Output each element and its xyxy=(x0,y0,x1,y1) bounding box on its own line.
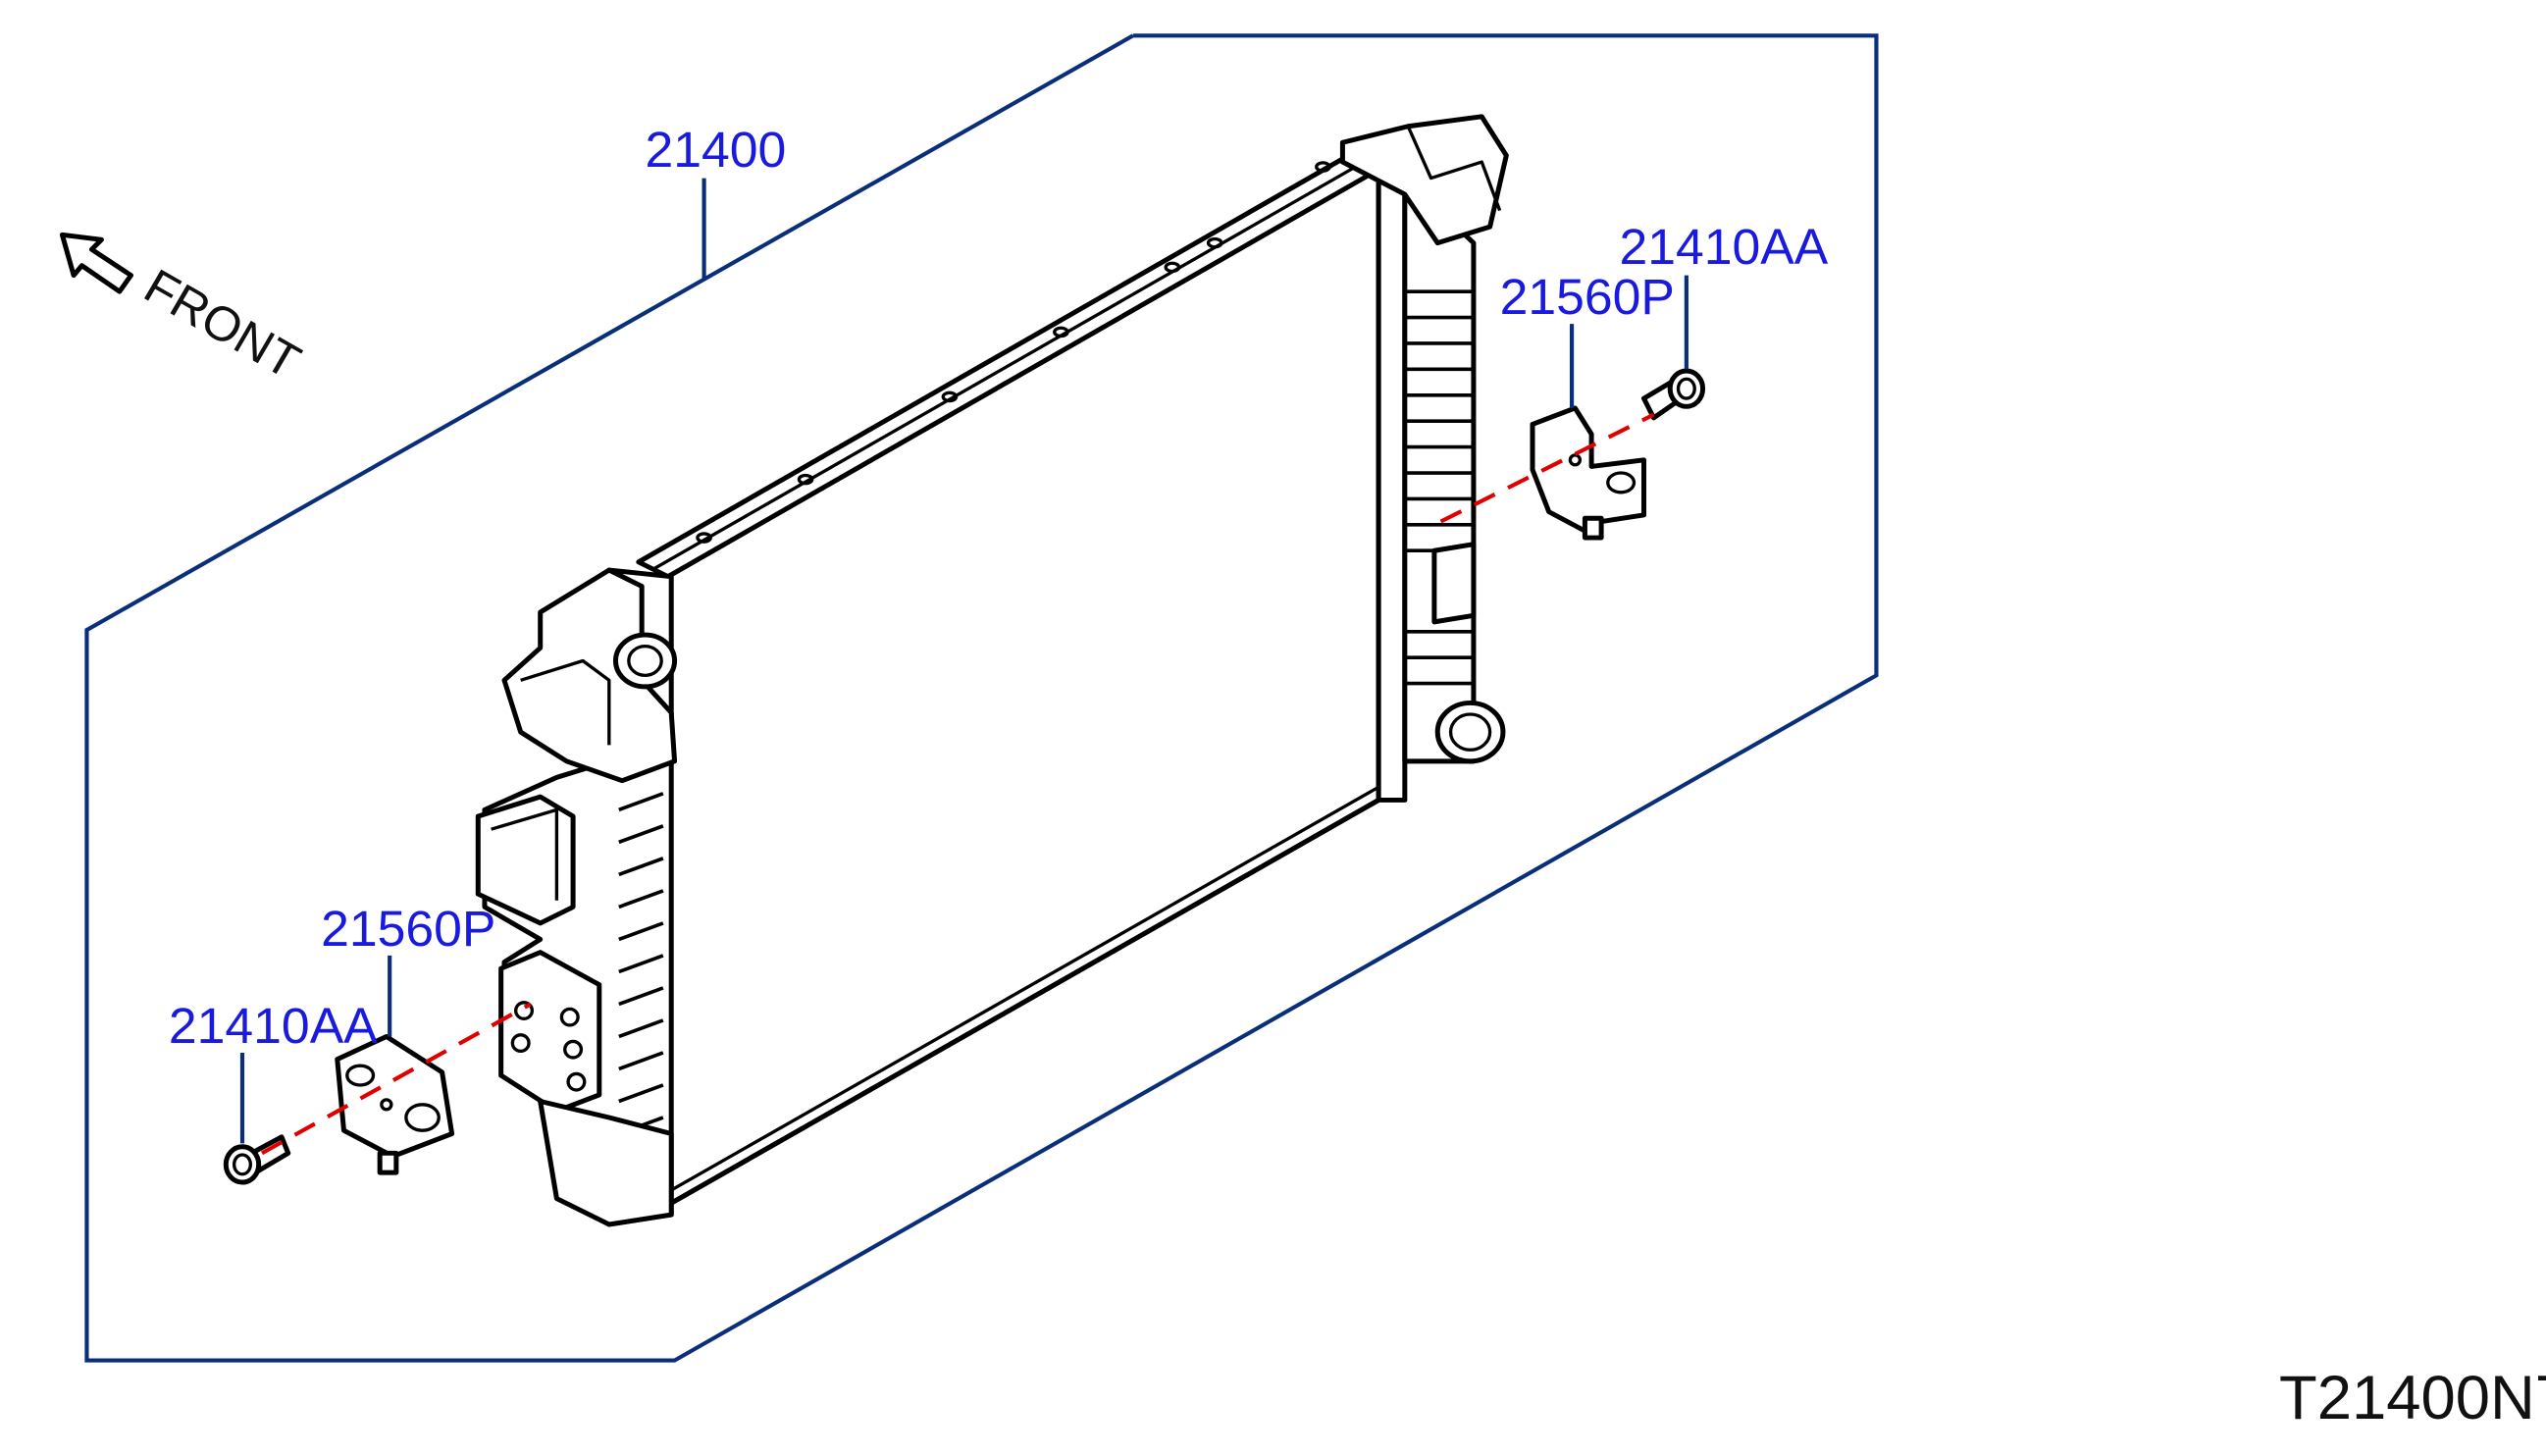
callout-21400[interactable]: 21400 xyxy=(646,121,787,178)
alignment-line-left xyxy=(260,1002,532,1156)
callout-21560P-right[interactable]: 21560P xyxy=(1500,268,1675,325)
radiator-assembly xyxy=(475,114,1509,1227)
alignment-line-right xyxy=(1439,412,1655,524)
callout-21410AA-right[interactable]: 21410AA xyxy=(1619,218,1828,275)
drawing-code: T21400N7 xyxy=(2279,1364,2546,1432)
bracket-left xyxy=(335,1033,455,1175)
front-label: FRONT xyxy=(135,258,309,389)
front-arrow-icon xyxy=(59,232,134,294)
callout-21410AA-left[interactable]: 21410AA xyxy=(169,997,378,1054)
bracket-right xyxy=(1530,405,1646,541)
callout-21560P-left[interactable]: 21560P xyxy=(321,900,495,957)
bolt-right-icon xyxy=(1640,368,1706,421)
assembly-frame xyxy=(84,33,1879,1363)
